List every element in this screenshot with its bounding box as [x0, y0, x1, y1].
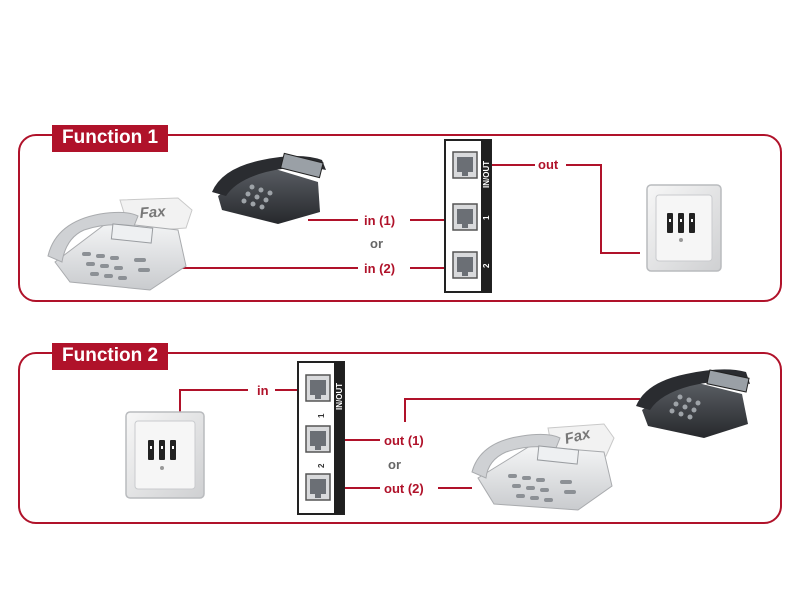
- label-or: or: [388, 457, 401, 472]
- fax-paper-label: Fax: [139, 203, 167, 222]
- function-2-title: Function 2: [52, 343, 169, 370]
- splitter-port-2-label: 2: [317, 463, 326, 468]
- splitter-port-2-label: 2: [482, 263, 491, 268]
- label-in-1: in (1): [364, 213, 396, 228]
- function-1-splitter: IN/OUT 1 2: [444, 139, 492, 293]
- rj11-port-icon[interactable]: [452, 151, 478, 179]
- label-in-2: in (2): [364, 261, 396, 276]
- fax-paper-label: Fax: [563, 425, 593, 448]
- desk-phone-icon: [212, 152, 326, 224]
- rj11-port-icon[interactable]: [305, 374, 331, 402]
- rj11-port-icon[interactable]: [305, 473, 331, 501]
- wall-socket-icon: [125, 411, 205, 499]
- rj11-port-icon[interactable]: [452, 251, 478, 279]
- wall-socket-icon: [646, 184, 722, 272]
- label-in: in: [257, 383, 269, 398]
- function-1-title: Function 1: [52, 125, 169, 152]
- label-out-1: out (1): [384, 433, 424, 448]
- function-2-splitter: IN/OUT 1 2: [297, 361, 345, 515]
- fax-machine-icon: Fax: [471, 423, 615, 511]
- splitter-inout-label: IN/OUT: [482, 161, 491, 188]
- splitter-port-1-label: 1: [317, 413, 326, 418]
- desk-phone-icon: [636, 369, 750, 438]
- label-or: or: [370, 236, 383, 251]
- function-2-wires: [179, 389, 640, 489]
- label-out: out: [538, 157, 559, 172]
- label-out-2: out (2): [384, 481, 424, 496]
- splitter-port-1-label: 1: [482, 215, 491, 220]
- fax-machine-icon: Fax: [47, 197, 193, 291]
- rj11-port-icon[interactable]: [452, 203, 478, 231]
- rj11-port-icon[interactable]: [305, 425, 331, 453]
- splitter-inout-label: IN/OUT: [335, 383, 344, 410]
